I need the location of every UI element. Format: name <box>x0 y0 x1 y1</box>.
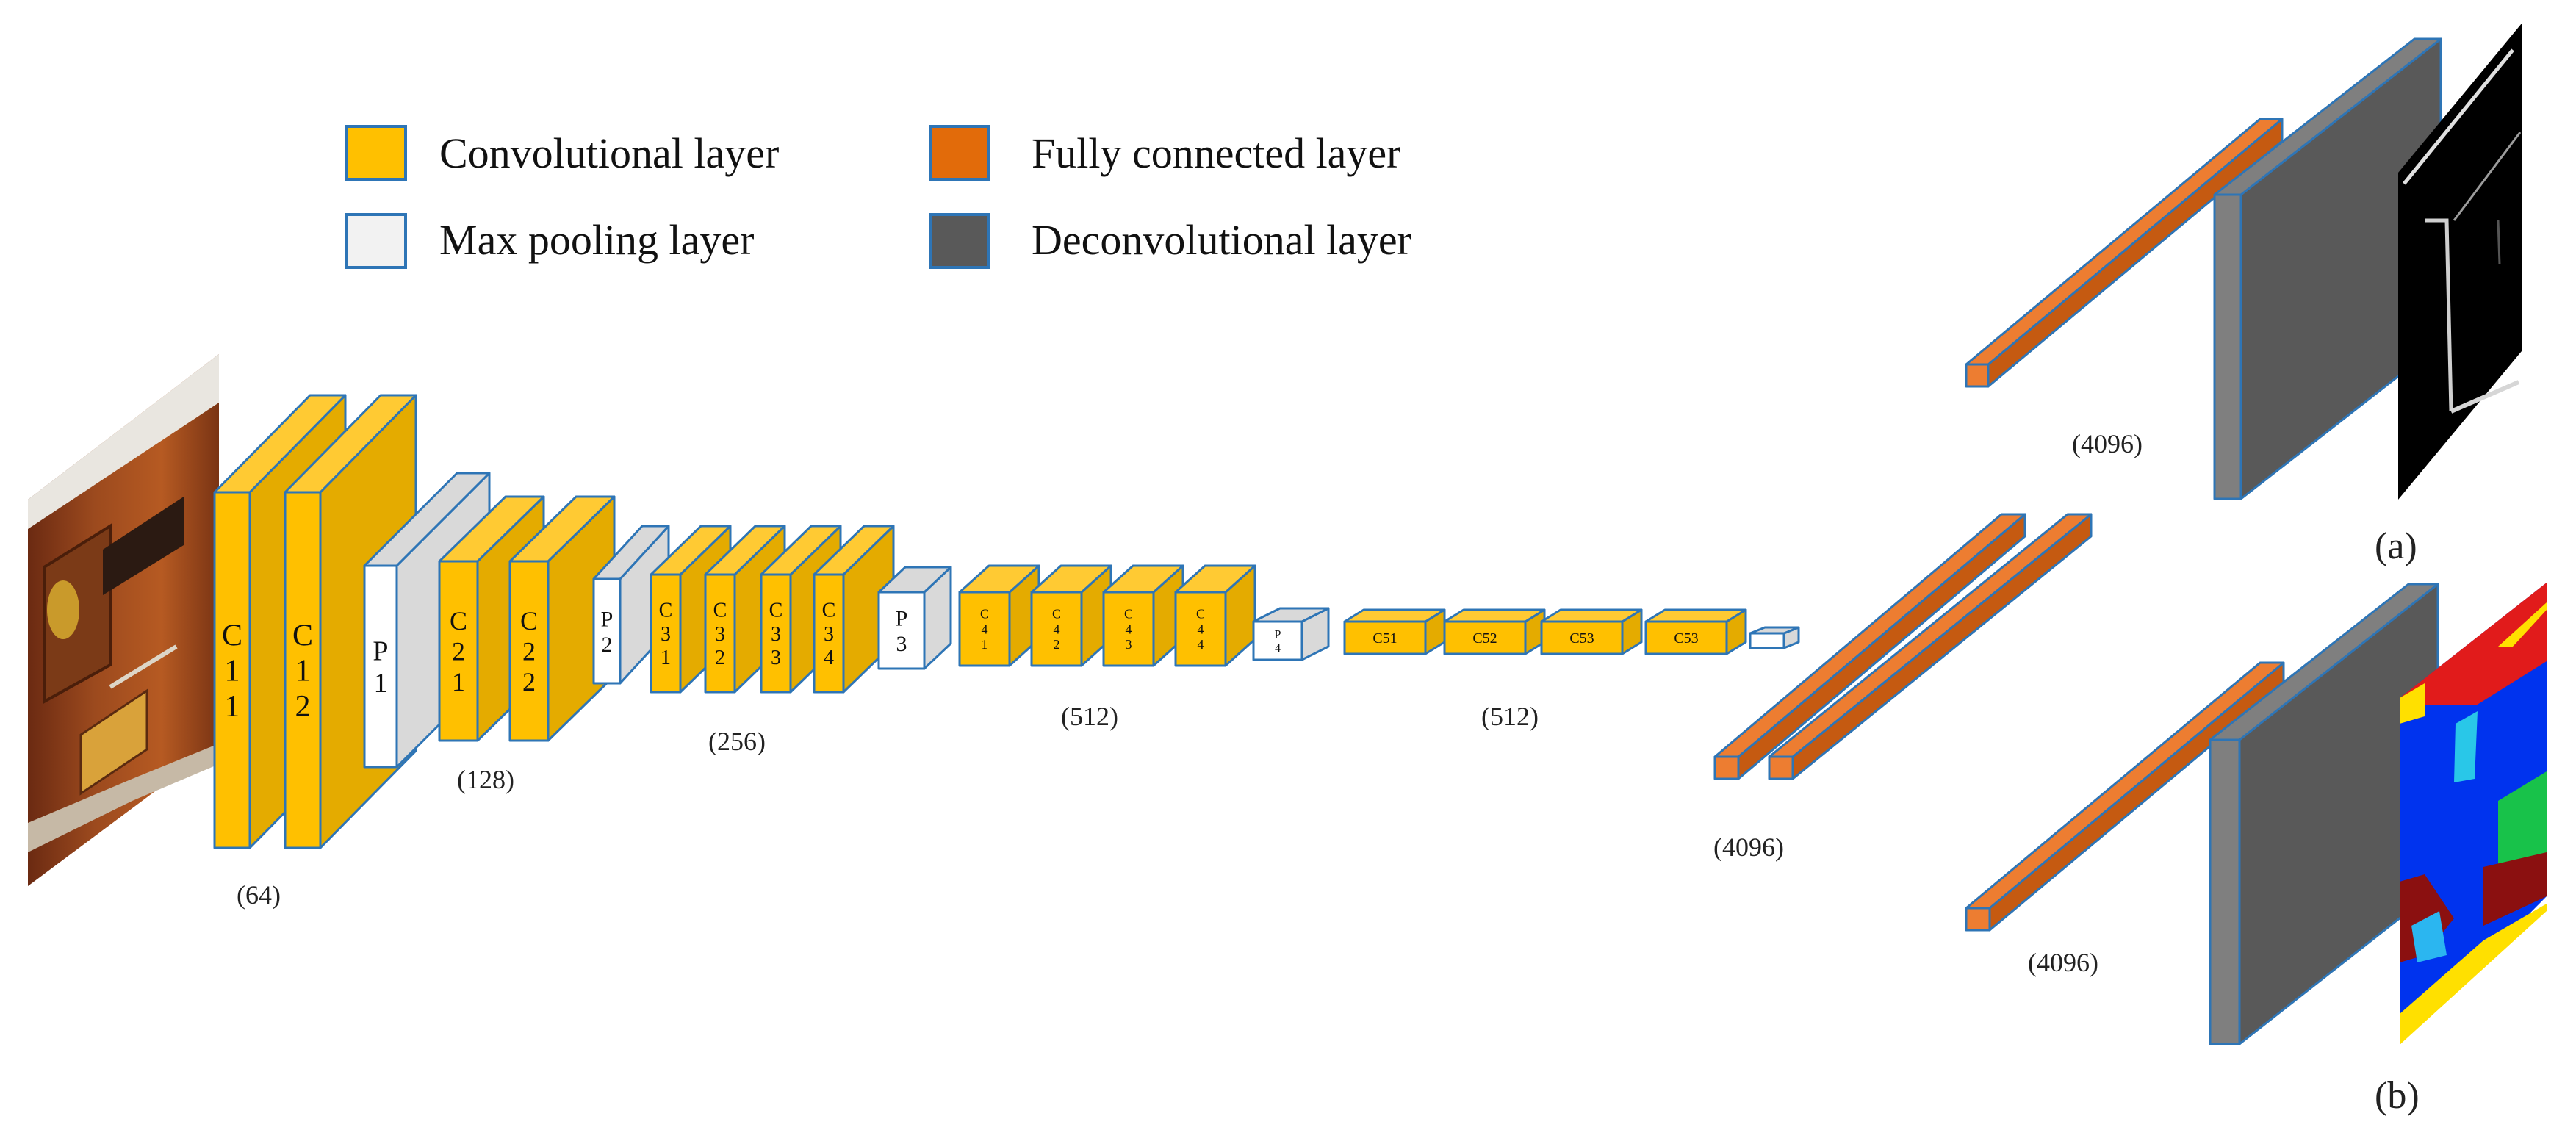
layer-deconv_b <box>2209 583 2439 1045</box>
size-label-fc-shared: (4096) <box>1713 832 1784 862</box>
size-label-conv2: (128) <box>457 765 514 794</box>
layer-front-face <box>363 564 398 769</box>
layer-front-face <box>958 591 1011 667</box>
layer-front-face <box>1965 907 1991 932</box>
layer-front-face <box>1713 755 1740 780</box>
legend-swatch-fully-connected <box>929 125 990 181</box>
size-labels: (64) (128) (256) (512) (512) (4096) (409… <box>237 429 2143 977</box>
layer-c52: C52 <box>1443 608 1546 655</box>
layer-front-face <box>1644 620 1728 655</box>
layer-c51: C51 <box>1343 608 1446 655</box>
layer-top-face <box>1768 513 2093 758</box>
layer-front-face <box>2213 193 2242 500</box>
legend: Convolutional layer Max pooling layer Fu… <box>345 125 1411 269</box>
size-label-fc-b: (4096) <box>2028 948 2098 977</box>
size-label-conv1: (64) <box>237 880 281 910</box>
layer-front-face <box>1030 591 1083 667</box>
layer-label-c51: C51 <box>1372 630 1397 647</box>
legend-label-max-pooling: Max pooling layer <box>439 216 754 264</box>
output-segmentation-map <box>2400 583 2547 1045</box>
layer-top-face <box>1540 608 1643 623</box>
output-label-a: (a) <box>2375 525 2417 567</box>
layer-top-face <box>1343 608 1446 623</box>
layer-fc7 <box>1768 513 2093 780</box>
layer-front-face <box>213 491 251 849</box>
layer-front-face <box>1443 620 1527 655</box>
layer-front-face <box>813 573 845 694</box>
size-label-conv5: (512) <box>1481 702 1539 731</box>
layer-label-c52: C52 <box>1472 630 1497 647</box>
layer-front-face <box>1252 620 1303 661</box>
output-edge-map <box>2398 24 2522 500</box>
legend-swatch-deconvolutional <box>929 213 990 269</box>
layer-label-c53a: C53 <box>1569 630 1594 647</box>
layer-p5 <box>1749 626 1800 649</box>
legend-label-deconvolutional: Deconvolutional layer <box>1032 216 1411 264</box>
output-label-b: (b) <box>2375 1075 2420 1117</box>
layer-front-face <box>1540 620 1624 655</box>
layer-front-face <box>508 560 550 742</box>
layer-label-c53b: C53 <box>1674 630 1698 647</box>
layer-front-face <box>877 591 926 670</box>
layer-front-face <box>760 573 792 694</box>
layer-front-face <box>704 573 736 694</box>
layer-front-face <box>650 573 682 694</box>
layer-front-face <box>438 560 479 742</box>
layer-front-face <box>1343 620 1427 655</box>
layer-front-face <box>1749 632 1785 649</box>
layer-c53a: C53 <box>1540 608 1643 655</box>
layer-fc_a <box>1965 118 2284 388</box>
layer-front-face <box>284 491 322 849</box>
layer-front-face <box>2209 738 2241 1045</box>
layer-top-face <box>1443 608 1546 623</box>
layer-c53b: C53 <box>1644 608 1747 655</box>
layer-fc6 <box>1713 513 2026 780</box>
legend-label-fully-connected: Fully connected layer <box>1032 129 1401 177</box>
layer-top-face <box>1644 608 1747 623</box>
size-label-conv4: (512) <box>1061 702 1118 731</box>
layer-front-face <box>1965 363 1990 388</box>
size-label-fc-a: (4096) <box>2072 429 2143 458</box>
legend-label-convolutional: Convolutional layer <box>439 129 779 177</box>
size-label-conv3: (256) <box>708 727 766 756</box>
layer-front-face <box>1768 755 1794 780</box>
layer-side-face <box>1791 513 2093 780</box>
layer-front-face <box>1102 591 1155 667</box>
legend-swatch-convolutional <box>345 125 407 181</box>
input-room-photo <box>28 354 219 886</box>
legend-swatch-max-pooling <box>345 213 407 269</box>
layer-front-face <box>592 577 622 685</box>
layer-front-face <box>1174 591 1227 667</box>
